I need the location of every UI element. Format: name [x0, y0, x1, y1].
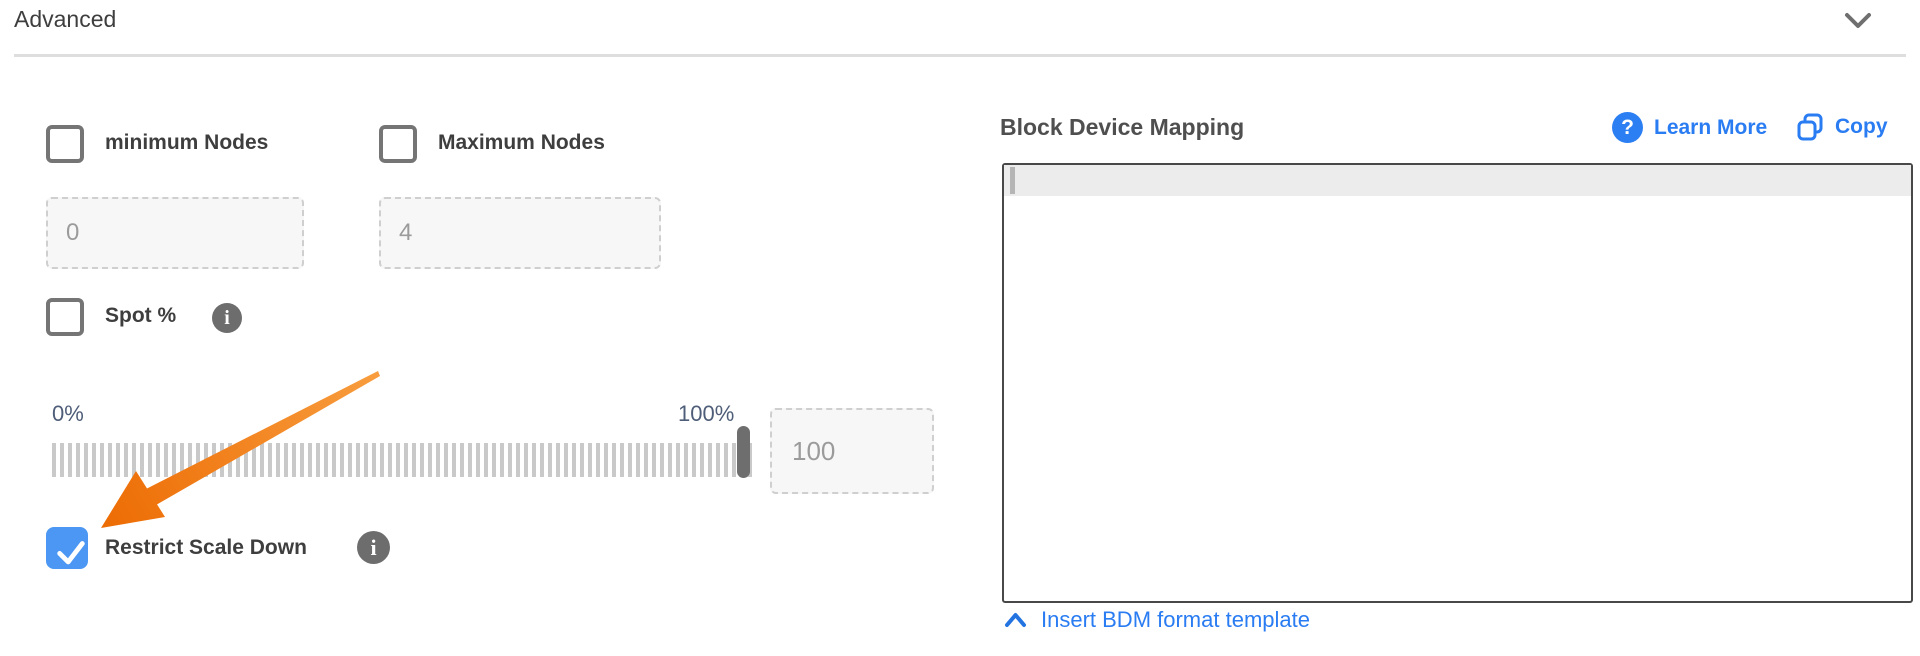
- chevron-up-icon: [1005, 613, 1026, 627]
- max-nodes-checkbox[interactable]: [379, 125, 417, 163]
- restrict-scale-down-checkbox[interactable]: [46, 527, 88, 569]
- max-nodes-label: Maximum Nodes: [438, 131, 605, 154]
- insert-bdm-template-link[interactable]: Insert BDM format template: [1004, 607, 1310, 633]
- restrict-info-icon[interactable]: i: [357, 531, 390, 564]
- min-nodes-input[interactable]: [46, 197, 304, 269]
- section-title: Advanced: [14, 6, 117, 32]
- slider-min-label: 0%: [52, 401, 84, 426]
- spot-label: Spot %: [105, 304, 177, 327]
- min-nodes-checkbox[interactable]: [46, 125, 84, 163]
- text-cursor: [1010, 167, 1015, 194]
- copy-icon: [1797, 113, 1823, 141]
- bdm-title: Block Device Mapping: [1000, 114, 1245, 140]
- max-nodes-input[interactable]: [379, 197, 661, 269]
- checkmark-icon: [57, 541, 85, 565]
- insert-bdm-template-label: Insert BDM format template: [1041, 607, 1310, 632]
- restrict-scale-down-label: Restrict Scale Down: [105, 536, 307, 559]
- question-icon: ?: [1612, 112, 1643, 143]
- spot-percent-slider-handle[interactable]: [737, 426, 750, 478]
- section-divider: [14, 54, 1906, 57]
- collapse-chevron-down-icon[interactable]: [1844, 12, 1872, 30]
- copy-button[interactable]: Copy: [1796, 112, 1888, 142]
- editor-active-line: [1004, 165, 1911, 196]
- spot-percent-slider-track[interactable]: [52, 443, 752, 477]
- slider-max-label: 100%: [678, 401, 735, 426]
- min-nodes-label: minimum Nodes: [105, 131, 269, 154]
- spot-info-icon[interactable]: i: [212, 303, 242, 333]
- learn-more-link[interactable]: ? Learn More: [1612, 112, 1767, 143]
- learn-more-label: Learn More: [1654, 115, 1768, 139]
- bdm-editor[interactable]: [1002, 163, 1913, 603]
- copy-label: Copy: [1835, 115, 1888, 138]
- spot-percent-input[interactable]: [770, 408, 934, 494]
- spot-checkbox[interactable]: [46, 298, 84, 336]
